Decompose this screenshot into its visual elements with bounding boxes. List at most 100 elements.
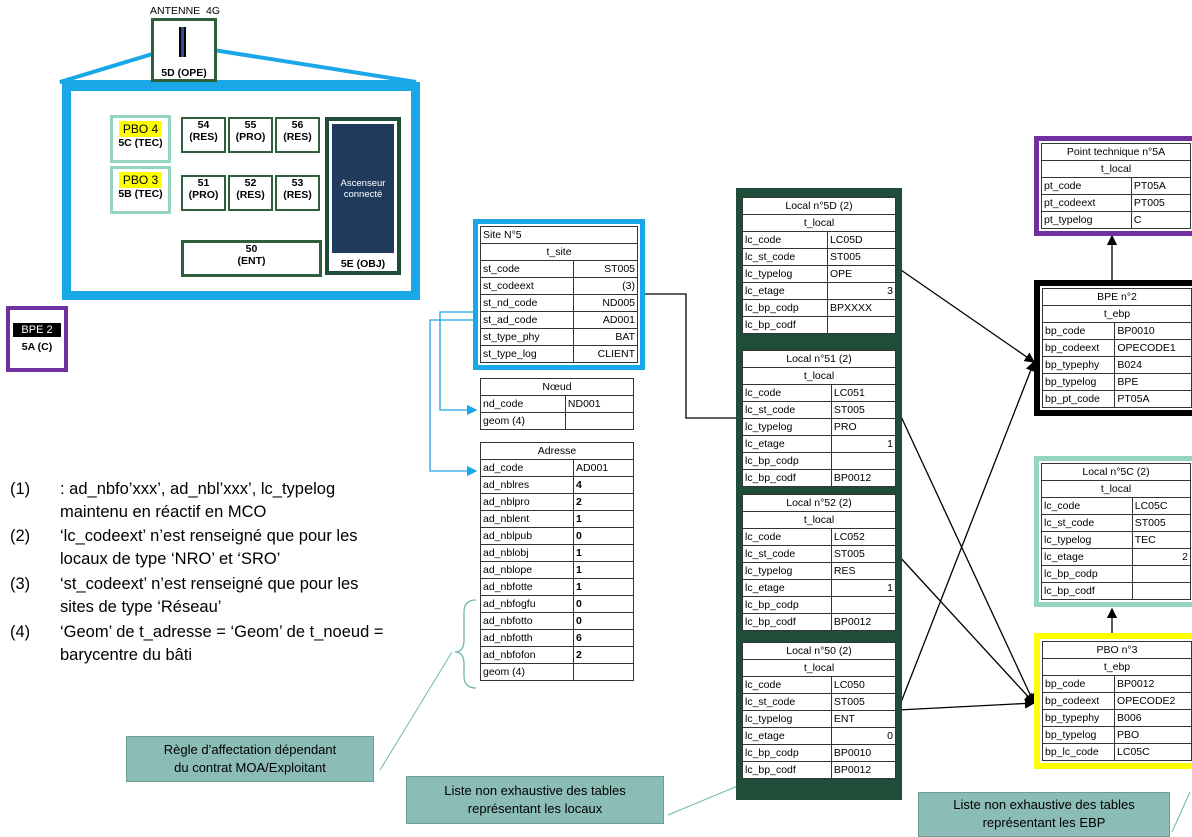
field-value: 1 [573,544,634,562]
field-value: 3 [826,282,897,300]
field-name: ad_nblres [479,476,575,494]
arrow-site-to-noeud [439,311,478,416]
field-name: lc_bp_codp [742,744,832,762]
field-name: bp_typelog [1041,726,1116,744]
antenna-room-code: 5D (OPE) [161,67,207,79]
field-value [830,452,897,470]
field-value: CLIENT [573,345,638,363]
local-52-row-lc-bp-codp: lc_bp_codp [742,596,897,614]
field-name: lc_st_code [742,693,832,711]
field-value: 0 [573,527,634,545]
field-name: lc_typelog [742,710,832,728]
field-value: LC05C [1114,743,1192,761]
callout-ebp: Liste non exhaustive des tables représen… [918,792,1170,837]
elevator-box: Ascenseur connecté 5E (OBJ) [325,117,401,275]
site-row-st-codeext: st_codeext(3) [479,277,638,295]
antenna-box: 5D (OPE) [151,18,217,82]
field-name: bp_codeext [1041,339,1116,357]
field-value: 0 [573,595,634,613]
field-value: BPXXXX [826,299,897,317]
field-name: pt_codeext [1041,194,1132,212]
field-name: lc_bp_codf [1041,582,1133,600]
field-value: 0 [830,727,897,745]
field-value: ENT [830,710,897,728]
field-value: BP0010 [830,744,897,762]
field-value: 1 [573,510,634,528]
field-value: ST005 [826,248,897,266]
field-value: ST005 [573,260,638,278]
room-53: 53(RES) [275,175,320,211]
room-56: 56(RES) [275,117,320,153]
local-5c-row-lc-bp-codf: lc_bp_codf [1041,582,1192,600]
field-name: lc_typelog [742,418,832,436]
field-name: lc_code [742,231,828,249]
field-name: lc_etage [742,727,832,745]
field-name: nd_code [480,395,566,413]
local-5d-row-lc-bp-codf: lc_bp_codf [742,316,897,334]
arrow-local-to-site [632,288,742,419]
pbo3-box: PBO 3 5B (TEC) [110,166,171,214]
field-name: bp_typephy [1041,709,1116,727]
noeud-title: Nœud [480,378,634,396]
field-name: lc_bp_codp [742,299,828,317]
field-value [1131,582,1192,600]
field-value: LC05D [826,231,897,249]
bpe2-code: 5A (C) [21,341,53,353]
field-name: geom (4) [480,412,566,430]
field-value: 4 [573,476,634,494]
field-value: BPE [1114,373,1192,391]
antenna-icon [179,27,186,57]
field-name: st_type_phy [479,328,575,346]
field-name: lc_bp_codf [742,316,828,334]
bpe2-box: BPE 2 5A (C) [6,306,68,372]
field-value: ST005 [830,545,897,563]
antenna-label: ANTENNE 4G [150,5,221,17]
adresse-row-geom-4-: geom (4) [479,663,634,681]
field-name: ad_nblope [479,561,575,579]
field-name: ad_nblpro [479,493,575,511]
field-value: BP0012 [1114,675,1192,693]
field-name: lc_typelog [742,562,832,580]
field-name: lc_bp_codf [742,613,832,631]
field-name: lc_st_code [742,248,828,266]
field-name: ad_nbfotth [479,629,575,647]
field-value: ND001 [564,395,635,413]
field-value: LC052 [830,528,897,546]
local-51-row-lc-bp-codp: lc_bp_codp [742,452,897,470]
site-table-name: t_site [480,243,638,261]
field-value [564,412,635,430]
field-name: ad_nblent [479,510,575,528]
field-name: ad_nblobj [479,544,575,562]
field-name: ad_nbfogfu [479,595,575,613]
building-roof [59,42,417,84]
field-value: PRO [830,418,897,436]
callout-locaux: Liste non exhaustive des tables représen… [406,776,664,824]
noeud-row-geom-4-: geom (4) [480,412,635,430]
field-value: 1 [830,435,897,453]
field-value: PBO [1114,726,1192,744]
site-title: Site N°5 [480,226,638,244]
room-54: 54(RES) [181,117,226,153]
